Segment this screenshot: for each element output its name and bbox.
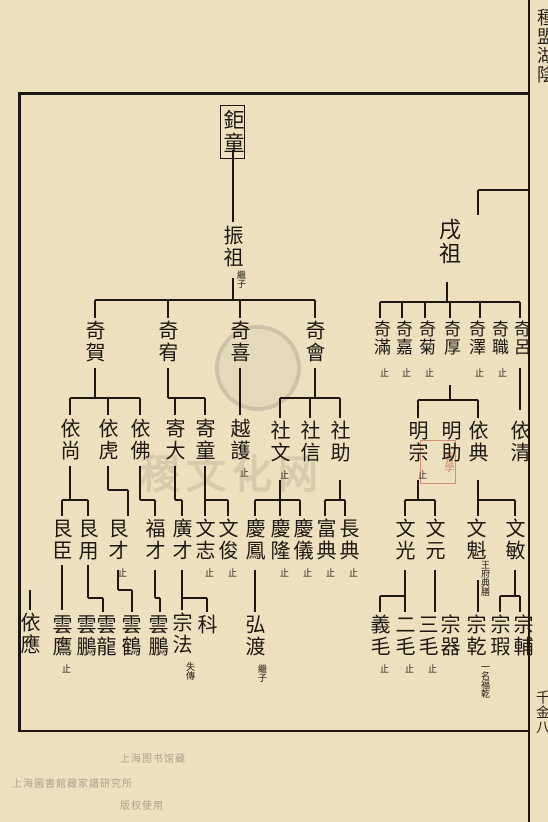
mark-qiju: 止	[423, 368, 433, 377]
name-jitong: 寄童	[192, 418, 216, 462]
mark-qingyi: 止	[301, 568, 311, 577]
mark-shewen: 止	[278, 470, 288, 479]
mark-wenzhi: 止	[203, 568, 213, 577]
name-wenyuan: 文元	[422, 518, 446, 562]
name-yunhe: 雲鶴	[118, 614, 142, 658]
mark-wenjun: 止	[226, 568, 236, 577]
frame-right-line	[528, 0, 530, 822]
name-qiju: 奇菊	[415, 320, 435, 356]
frame-left-line	[18, 92, 21, 732]
name-mingzong: 明宗	[405, 420, 429, 464]
name-qihe: 奇賀	[82, 320, 106, 364]
name-wenjun: 文俊	[215, 518, 239, 562]
name-qinglong: 慶隆	[267, 518, 291, 562]
mark-changdian: 止	[347, 568, 357, 577]
name-xuanqing: 依清	[507, 420, 531, 464]
name-guangcai: 廣才	[169, 518, 193, 562]
mark-mingzong: 止	[416, 470, 426, 479]
name-xuanfo: 依佛	[127, 418, 151, 462]
name-qize: 奇澤	[465, 320, 485, 356]
name-fucai: 福才	[142, 518, 166, 562]
name-wenzhi: 文志	[192, 518, 216, 562]
name-ermao: 二毛	[392, 614, 416, 658]
name-wenkui: 文魁	[463, 518, 487, 562]
name-changdian: 長典	[336, 518, 360, 562]
name-xuandian: 依典	[465, 420, 489, 464]
mark-yunying: 止	[60, 664, 70, 673]
note-zongqian: 一名福乾	[479, 662, 489, 698]
name-qixi: 奇喜	[227, 320, 251, 364]
watermark-line-1: 上海图书馆藏	[120, 754, 186, 765]
name-zongfu: 宗輔	[510, 614, 534, 658]
mark-fudian: 止	[324, 568, 334, 577]
faded-circular-stamp	[215, 325, 301, 411]
note-zongfa: 失傳	[184, 662, 194, 680]
mark-yuehu: 止	[238, 468, 248, 477]
name-liangcai: 艮才	[105, 518, 129, 562]
name-shewen: 社文	[267, 420, 291, 464]
mark-sanmao: 止	[426, 664, 436, 673]
watermark-line-2: 上海圖書館藏家譜研究所	[12, 779, 133, 790]
name-yuehu: 越護	[227, 418, 251, 462]
note-hongdu: 繼子	[256, 664, 266, 682]
note-wenkui: 王府典膳	[479, 560, 489, 596]
name-shexin: 社信	[297, 420, 321, 464]
mark-qinglong: 止	[278, 568, 288, 577]
name-mingzhu: 明助	[438, 420, 462, 464]
name-yunpeng-b: 雲鵬	[145, 614, 169, 658]
name-liangchen: 艮臣	[49, 518, 73, 562]
name-jida: 寄大	[162, 418, 186, 462]
name-ke: 科	[194, 614, 218, 636]
name-xuanshang: 依尚	[57, 418, 81, 462]
name-liangyong: 艮用	[75, 518, 99, 562]
mark-qizhi: 止	[496, 368, 506, 377]
mark-ermao: 止	[403, 664, 413, 673]
mark-qijia: 止	[400, 368, 410, 377]
name-shezhu: 社助	[327, 420, 351, 464]
name-zongpo: 宗瑕	[487, 614, 511, 658]
frame-top-line	[18, 92, 530, 95]
name-xuzu: 戌祖	[435, 218, 460, 266]
red-seal-stamp: 管學	[420, 440, 456, 484]
name-fudian: 富典	[313, 518, 337, 562]
margin-upper-text: 種盟湖陰	[534, 8, 548, 84]
frame-bottom-line	[18, 730, 530, 732]
name-sanmao: 三毛	[415, 614, 439, 658]
name-qingfeng: 慶鳳	[242, 518, 266, 562]
name-zongqi: 宗器	[437, 614, 461, 658]
name-zhenzu: 振祖	[220, 225, 244, 269]
name-qihou: 奇厚	[440, 320, 460, 356]
name-yunpeng-a: 雲鵬	[73, 614, 97, 658]
mark-liangcai: 止	[116, 568, 126, 577]
name-qizhi: 奇職	[488, 320, 508, 356]
mark-qize: 止	[473, 368, 483, 377]
name-qiman: 奇滿	[370, 320, 390, 356]
margin-lower-text: 千金八	[534, 690, 548, 735]
name-qingyi: 慶儀	[290, 518, 314, 562]
name-wenguang: 文光	[392, 518, 416, 562]
name-qiyou: 奇宥	[155, 320, 179, 364]
mark-qiman: 止	[378, 368, 388, 377]
name-zongfa: 宗法	[169, 612, 193, 656]
note-zhenzu: 繼子	[235, 270, 245, 288]
name-qihui: 奇會	[302, 320, 326, 364]
name-yimao: 義毛	[367, 614, 391, 658]
watermark-text: 稷文化网	[140, 451, 324, 498]
watermark-line-3: 版权使用	[120, 801, 164, 812]
name-xuanying: 依應	[17, 612, 41, 656]
name-qijia: 奇嘉	[392, 320, 412, 356]
name-xuanhu: 依虎	[95, 418, 119, 462]
name-zongqian: 宗乾	[463, 614, 487, 658]
name-yunying: 雲鷹	[49, 614, 73, 658]
root-name-juntong: 鉅童	[220, 105, 245, 159]
name-hongdu: 弘渡	[242, 614, 266, 658]
name-qilv: 奇呂	[510, 320, 530, 356]
mark-yimao: 止	[378, 664, 388, 673]
name-yunlong: 雲龍	[93, 614, 117, 658]
name-wenmin: 文敏	[502, 518, 526, 562]
